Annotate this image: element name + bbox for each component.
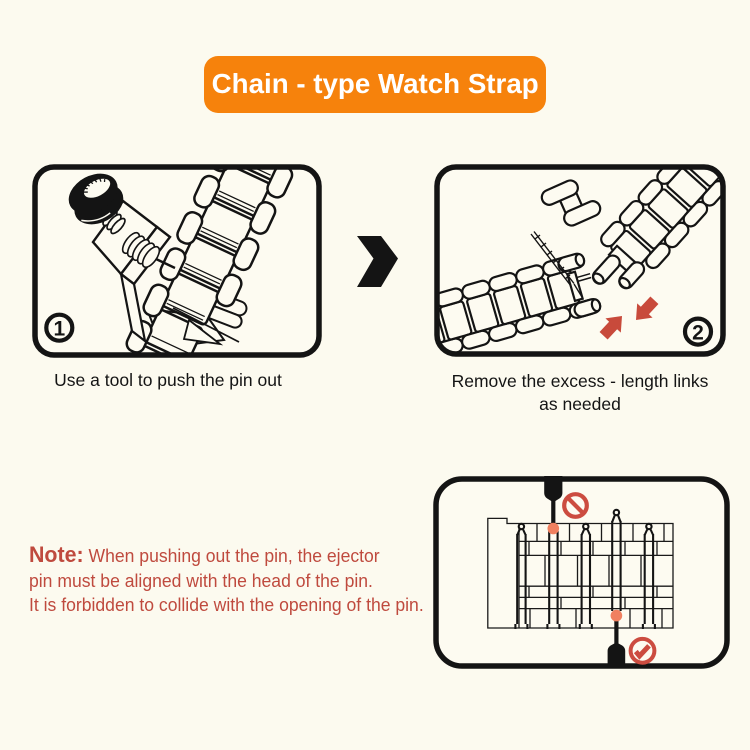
svg-text:2: 2 (692, 321, 704, 344)
svg-text:1: 1 (53, 318, 65, 341)
